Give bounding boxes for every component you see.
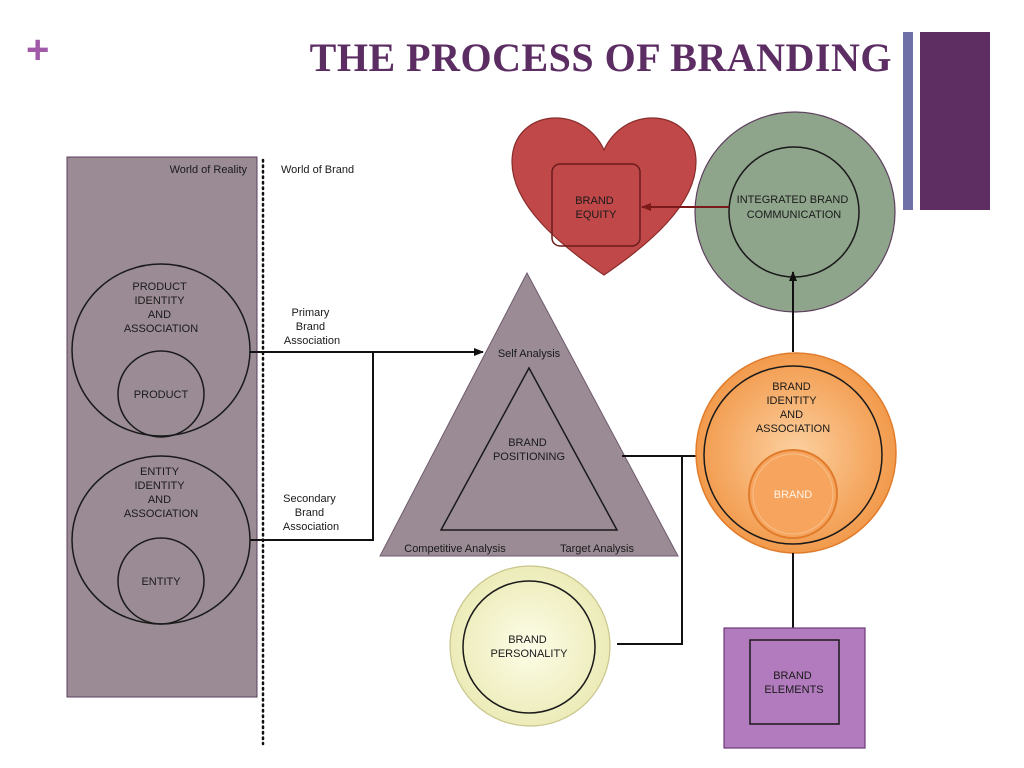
brand-circle (748, 449, 838, 539)
primary-association-label: Primary Brand Association (284, 307, 340, 347)
brand-circle-inner-ring (752, 453, 834, 535)
product-identity-label: PRODUCT IDENTITY AND ASSOCIATION (124, 281, 198, 335)
product-identity-circle (71, 263, 251, 437)
self-analysis-label: Self Analysis (498, 348, 561, 360)
secondary-association-connector (250, 352, 374, 541)
world-of-reality-panel (66, 156, 258, 698)
positioning-triangle (379, 271, 679, 557)
accent-bar-thick (920, 32, 990, 210)
brand-elements-label: BRAND ELEMENTS (764, 670, 823, 696)
brand-equity-label: BRAND EQUITY (575, 195, 617, 221)
brand-elements-box (723, 627, 866, 749)
slide-title: THE PROCESS OF BRANDING (309, 35, 892, 80)
brand-personality-label: BRAND PERSONALITY (490, 634, 568, 660)
product-label: PRODUCT (134, 389, 189, 401)
brand-equity-box (551, 163, 641, 247)
brand-equity-heart (511, 117, 697, 276)
brand-personality-inner-circle (462, 580, 596, 714)
brand-identity-label: BRAND IDENTITY AND ASSOCIATION (756, 381, 830, 435)
integrated-communication-label: INTEGRATED BRAND COMMUNICATION (737, 194, 852, 221)
personality-to-identity-connector (617, 456, 683, 645)
entity-circle (117, 537, 205, 625)
secondary-association-label: Secondary Brand Association (283, 493, 339, 533)
competitive-analysis-label: Competitive Analysis (404, 543, 506, 555)
brand-elements-inner-box (749, 639, 840, 725)
product-circle (117, 350, 205, 438)
entity-label: ENTITY (141, 576, 181, 588)
brand-positioning-label: BRAND POSITIONING (493, 437, 565, 463)
brand-label: BRAND (774, 489, 813, 501)
brand-personality-outer-circle (449, 565, 611, 727)
entity-identity-label: ENTITY IDENTITY AND ASSOCIATION (124, 466, 198, 520)
brand-identity-inner-circle (703, 365, 883, 545)
world-of-brand-label: World of Brand (281, 164, 354, 176)
integrated-communication-circle (694, 111, 896, 313)
accent-bar-thin (903, 32, 913, 210)
plus-icon: + (26, 28, 50, 72)
positioning-inner-triangle (439, 366, 619, 531)
target-analysis-label: Target Analysis (560, 543, 634, 555)
world-of-reality-label: World of Reality (170, 164, 248, 176)
